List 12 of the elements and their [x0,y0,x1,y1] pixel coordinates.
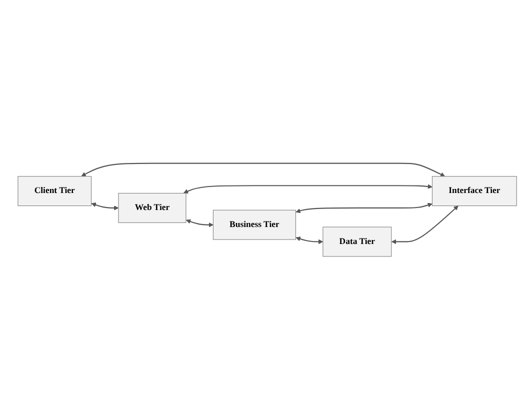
node-box: Interface Tier [432,176,517,206]
arrow [91,202,119,210]
arrow [391,206,458,244]
node-box: Business Tier [212,210,296,240]
arrow [81,162,446,177]
node-box: Data Tier [322,226,392,257]
arrow [183,184,432,194]
node-box: Client Tier [18,176,92,206]
node-box: Web Tier [118,192,186,223]
arrow [186,219,214,228]
arrow [296,202,432,214]
arrow [296,236,324,244]
